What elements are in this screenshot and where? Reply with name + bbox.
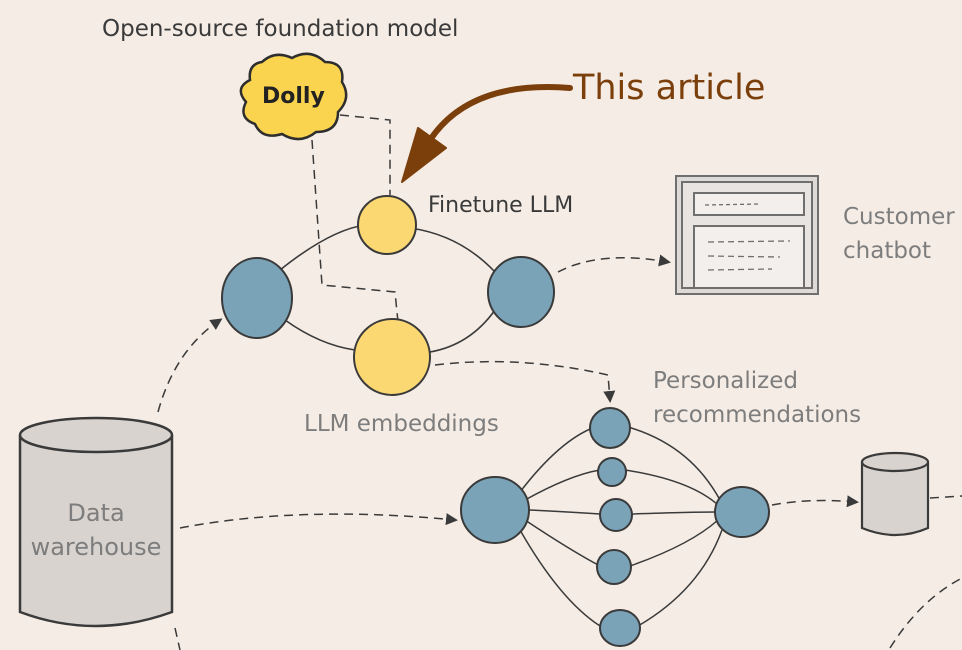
this-article-label: This article [573, 68, 766, 108]
connector-warehouse-down [174, 627, 181, 650]
connector-warehouse-to-recommendations [179, 513, 458, 529]
rec-hidden-node [596, 549, 632, 585]
customer-chatbot-label-line1: Customer [843, 204, 955, 230]
llm-input-node [221, 257, 293, 339]
data-warehouse-label-line1: Data [67, 499, 125, 527]
finetune-llm-node [357, 195, 417, 255]
rec-hidden-node [599, 609, 641, 647]
rec-hidden-node [599, 498, 633, 532]
dolly-label: Dolly [262, 84, 325, 109]
chatbot-window-icon [675, 175, 819, 295]
llm-embeddings-label: LLM embeddings [304, 411, 499, 437]
this-article-arrow [401, 84, 573, 183]
finetune-llm-label: Finetune LLM [428, 193, 574, 218]
dashed-connectors [157, 114, 962, 650]
data-warehouse-label-line2: warehouse [30, 533, 162, 561]
rec-input-node [460, 476, 530, 544]
data-warehouse-cylinder-icon [18, 416, 174, 628]
connector-recommendations-to-store [771, 495, 859, 508]
customer-chatbot-label-line2: chatbot [843, 238, 932, 264]
connector-store-out [929, 495, 962, 499]
connector-bottom-right [889, 577, 962, 649]
connector-dolly-to-finetune [339, 114, 391, 195]
connector-network-to-chatbot [557, 254, 671, 273]
connector-warehouse-to-network [157, 318, 223, 413]
dolly-cloud-icon [239, 52, 348, 141]
rec-output-node [714, 486, 770, 538]
llm-output-node [487, 256, 555, 328]
connector-dolly-to-embeddings [311, 139, 399, 323]
foundation-model-title: Open-source foundation model [102, 16, 459, 42]
connector-embeddings-to-recommendations [434, 360, 616, 403]
llm-embeddings-node [353, 318, 431, 396]
personalized-recommendations-label-line1: Personalized [653, 368, 798, 394]
rec-hidden-node [589, 407, 631, 449]
rec-hidden-node [597, 457, 627, 487]
personalized-recommendations-label-line2: recommendations [653, 402, 862, 428]
rec-network-edges [519, 426, 723, 627]
storage-cylinder-icon [860, 451, 930, 537]
